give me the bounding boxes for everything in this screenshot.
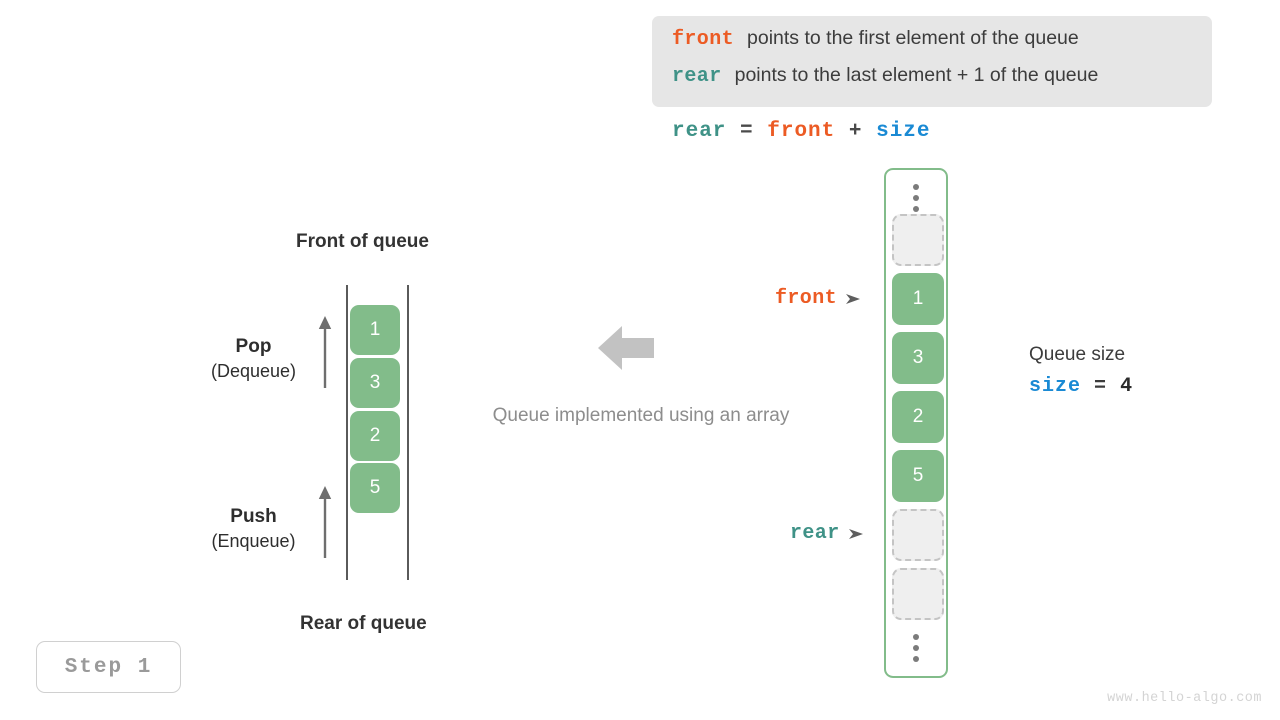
left-arrow-icon xyxy=(598,326,654,370)
array-bottom-ellipsis-icon xyxy=(913,634,919,662)
formula-rhs1: front xyxy=(767,120,836,143)
queue-cell-0: 1 xyxy=(350,305,400,355)
watermark: www.hello-algo.com xyxy=(1107,691,1262,706)
queue-size-key: size xyxy=(1029,375,1082,398)
array-slot-2: 3 xyxy=(892,332,944,384)
array-slot-3: 2 xyxy=(892,391,944,443)
step-badge: Step 1 xyxy=(36,641,181,693)
rear-pointer-arrow-icon xyxy=(848,528,863,539)
push-direction-arrow-icon xyxy=(318,486,332,558)
pop-label: Pop (Dequeue) xyxy=(196,336,311,382)
formula-rear-equals-front-plus-size: rear = front + size xyxy=(672,120,931,143)
legend-key-front: front xyxy=(672,28,735,51)
formula-rhs2: size xyxy=(876,120,931,143)
queue-cell-3: 5 xyxy=(350,463,400,513)
legend-box: front points to the first element of the… xyxy=(652,16,1212,107)
push-label: Push (Enqueue) xyxy=(196,506,311,552)
push-label-sub: (Enqueue) xyxy=(211,531,296,551)
array-slot-1: 1 xyxy=(892,273,944,325)
front-pointer-arrow-icon xyxy=(846,293,861,304)
front-of-queue-label: Front of queue xyxy=(296,231,429,252)
formula-plus: + xyxy=(848,120,863,143)
array-slot-6 xyxy=(892,568,944,620)
array-slot-0 xyxy=(892,214,944,266)
legend-row-front: front points to the first element of the… xyxy=(672,27,1192,64)
pop-label-main: Pop xyxy=(235,336,272,357)
legend-row-rear: rear points to the last element + 1 of t… xyxy=(672,64,1192,101)
center-caption: Queue implemented using an array xyxy=(492,405,790,426)
rear-pointer-label: rear xyxy=(790,522,869,545)
front-pointer-name: front xyxy=(775,287,838,310)
queue-rail-right xyxy=(407,285,409,580)
pop-label-sub: (Dequeue) xyxy=(210,361,297,381)
array-slot-5 xyxy=(892,509,944,561)
queue-size-title: Queue size xyxy=(1029,344,1126,365)
queue-rail-left xyxy=(346,285,348,580)
formula-lhs: rear xyxy=(672,120,727,143)
formula-eq: = xyxy=(740,120,754,143)
array-slot-4: 5 xyxy=(892,450,944,502)
pop-direction-arrow-icon xyxy=(318,316,332,388)
rear-of-queue-label: Rear of queue xyxy=(300,613,427,634)
queue-cell-1: 3 xyxy=(350,358,400,408)
legend-text-front: points to the first element of the queue xyxy=(747,27,1079,49)
array-container: 1 3 2 5 xyxy=(884,168,948,678)
legend-text-rear: points to the last element + 1 of the qu… xyxy=(734,64,1099,86)
queue-size-annotation: Queue size size = 4 xyxy=(1029,344,1133,398)
push-label-main: Push xyxy=(230,506,277,527)
queue-size-value: 4 xyxy=(1120,375,1134,398)
front-pointer-label: front xyxy=(775,287,866,310)
array-top-ellipsis-icon xyxy=(913,184,919,212)
queue-size-op: = xyxy=(1094,375,1108,398)
legend-key-rear: rear xyxy=(672,65,722,88)
queue-cell-2: 2 xyxy=(350,411,400,461)
rear-pointer-name: rear xyxy=(790,522,840,545)
queue-size-expression: size = 4 xyxy=(1029,375,1133,398)
